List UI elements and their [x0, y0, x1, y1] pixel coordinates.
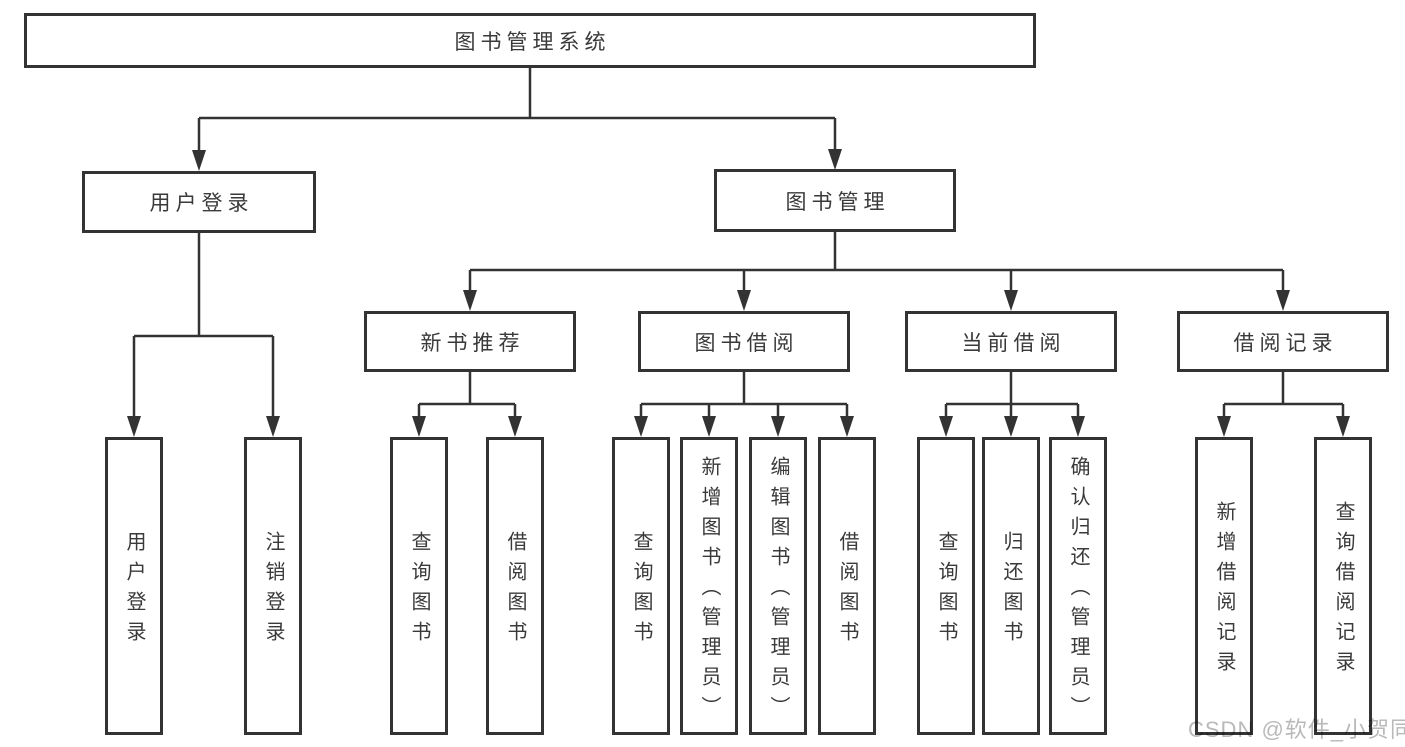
- node-label: 借阅记录: [1233, 331, 1338, 355]
- leaf-add-borrow-record: 新增借阅记录: [1195, 437, 1253, 735]
- leaf-edit-book-admin: 编辑图书（管理员）: [749, 437, 807, 735]
- node-label: 查询图书: [630, 531, 652, 651]
- node-new-book-recommend: 新书推荐: [364, 311, 576, 372]
- node-label: 用户登录: [123, 531, 145, 651]
- leaf-query-books-current: 查询图书: [917, 437, 975, 735]
- leaf-return-books: 归还图书: [982, 437, 1040, 735]
- node-label: 图书借阅: [694, 331, 799, 355]
- leaf-borrow-books: 借阅图书: [818, 437, 876, 735]
- leaf-user-login: 用户登录: [105, 437, 163, 735]
- node-label: 查询图书: [935, 531, 957, 651]
- node-user-login: 用户登录: [82, 171, 316, 233]
- node-label: 图书管理系统: [454, 30, 611, 54]
- watermark-text: CSDN @软件_小贺同学: [1188, 717, 1405, 742]
- leaf-query-books-borrowing: 查询图书: [612, 437, 670, 735]
- leaf-query-books-recommend: 查询图书: [390, 437, 448, 735]
- leaf-add-book-admin: 新增图书（管理员）: [680, 437, 738, 735]
- node-label: 新增图书（管理员）: [698, 456, 720, 726]
- node-label: 查询图书: [408, 531, 430, 651]
- node-label: 新书推荐: [420, 331, 525, 355]
- node-label: 归还图书: [1000, 531, 1022, 651]
- connector-edges: [132, 68, 1345, 419]
- node-label: 借阅图书: [836, 531, 858, 651]
- leaf-confirm-return-admin: 确认归还（管理员）: [1049, 437, 1107, 735]
- node-label: 确认归还（管理员）: [1067, 456, 1089, 726]
- node-label: 注销登录: [262, 531, 284, 651]
- node-label: 编辑图书（管理员）: [767, 456, 789, 726]
- leaf-borrow-books-recommend: 借阅图书: [486, 437, 544, 735]
- node-label: 新增借阅记录: [1213, 501, 1235, 681]
- node-label: 图书管理: [785, 190, 890, 214]
- node-book-borrowing: 图书借阅: [638, 311, 850, 372]
- leaf-logout: 注销登录: [244, 437, 302, 735]
- node-current-borrowing: 当前借阅: [905, 311, 1117, 372]
- node-library-management-system: 图书管理系统: [24, 13, 1036, 68]
- node-label: 借阅图书: [504, 531, 526, 651]
- node-label: 当前借阅: [961, 331, 1066, 355]
- node-borrowing-records: 借阅记录: [1177, 311, 1389, 372]
- node-label: 查询借阅记录: [1332, 501, 1354, 681]
- leaf-query-borrow-record: 查询借阅记录: [1314, 437, 1372, 735]
- node-label: 用户登录: [149, 192, 254, 215]
- arrowhead-icon: [127, 149, 1350, 437]
- node-book-management: 图书管理: [714, 169, 956, 232]
